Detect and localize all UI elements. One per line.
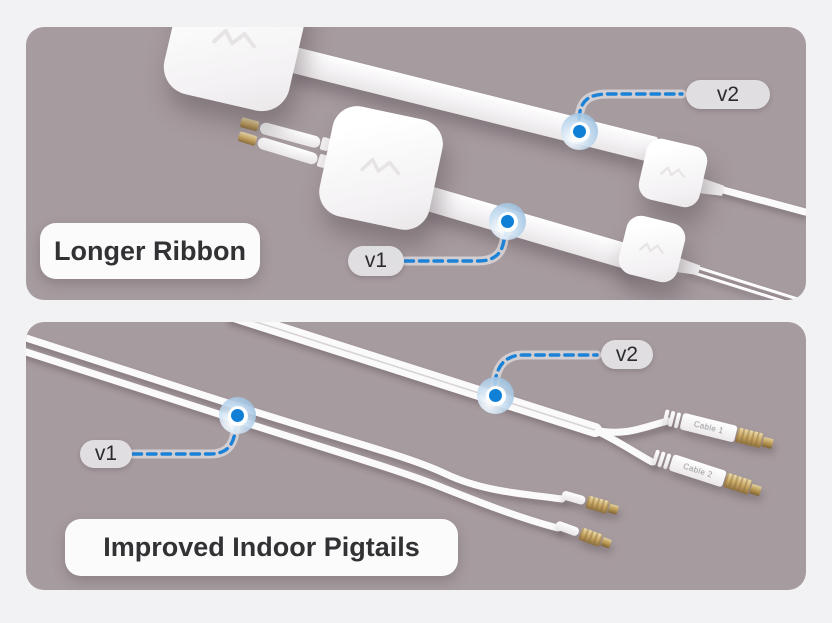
wave-logo-icon	[660, 166, 685, 178]
version-badge-v1: v1	[348, 246, 404, 276]
version-badge-v2: v2	[601, 340, 653, 369]
version-badge-v2: v2	[686, 80, 770, 109]
sma-pigtail-end	[560, 488, 619, 516]
improved-pigtails-panel: Cable 1 Cable 2	[26, 322, 806, 590]
sma-pigtail-end	[554, 518, 613, 550]
sma-tip-icon	[237, 130, 258, 146]
wave-logo-icon	[212, 28, 257, 49]
sma-tip-icon	[239, 116, 260, 131]
version-badge-label: v1	[94, 442, 118, 465]
callout-dot-v2	[477, 377, 514, 414]
panel-caption: Improved Indoor Pigtails	[65, 519, 458, 576]
junction-box-v1	[615, 212, 689, 286]
antenna-module	[314, 101, 448, 235]
sma-connector-icon	[578, 527, 604, 548]
labeled-connector-cable2: Cable 2	[651, 448, 763, 499]
wave-logo-icon	[360, 157, 401, 176]
version-badge-label: v1	[364, 249, 388, 272]
cable-groove	[253, 322, 596, 431]
cable-label: Cable 2	[681, 461, 714, 480]
panel-caption-text: Improved Indoor Pigtails	[103, 532, 420, 562]
sma-connector-icon	[585, 495, 610, 514]
panel-caption-text: Longer Ribbon	[54, 235, 246, 266]
version-badge-label: v2	[615, 342, 639, 366]
ribbon-cable-v1	[421, 185, 650, 275]
version-badge-label: v2	[716, 82, 740, 106]
wave-logo-icon	[639, 242, 664, 254]
junction-box-v2	[635, 135, 711, 211]
thin-cable-tail	[687, 263, 805, 300]
antenna-module	[158, 27, 312, 117]
sma-connector-icon	[723, 472, 753, 495]
sma-connector-icon	[734, 427, 764, 449]
version-badge-v1: v1	[80, 440, 132, 468]
callout-dot-v1	[219, 397, 256, 434]
panel-caption: Longer Ribbon	[40, 223, 260, 279]
longer-ribbon-panel: v2 v1 Longer Ribbon	[26, 27, 806, 300]
cable-label: Cable 1	[692, 419, 725, 436]
callout-dot-v2	[561, 113, 598, 150]
callout-dot-v1	[489, 203, 526, 240]
labeled-connector-cable1: Cable 1	[662, 408, 775, 452]
